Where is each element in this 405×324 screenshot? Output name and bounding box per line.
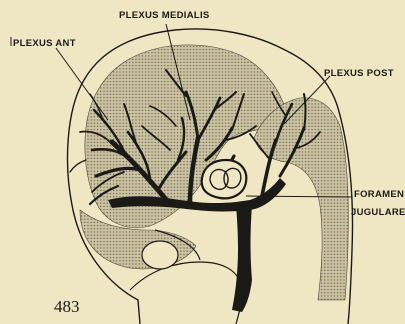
- figure-number: 483: [54, 297, 80, 316]
- label-foramen: FORAMEN: [354, 189, 404, 200]
- label-jugulare: JUGULARE: [351, 207, 405, 218]
- vesicle-oval: [142, 241, 178, 269]
- inner-contour: [130, 262, 242, 324]
- label-plexus-medialis: PLEXUS MEDIALIS: [119, 10, 210, 21]
- otic-vesicle: [202, 160, 247, 198]
- label-plexus-ant: PLEXUS ANT: [13, 38, 76, 49]
- jugular-trunk: [232, 205, 252, 312]
- label-plexus-post: PLEXUS POST: [324, 68, 394, 79]
